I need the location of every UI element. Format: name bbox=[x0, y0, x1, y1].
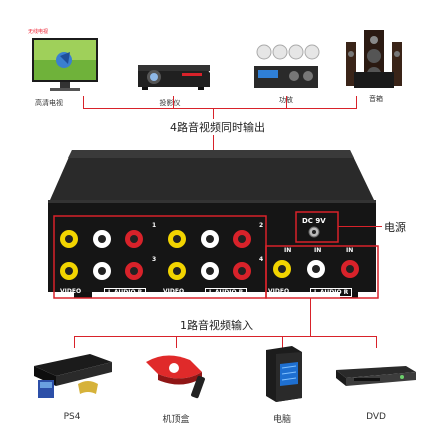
in-label-left: IN bbox=[314, 247, 322, 254]
audio-label-2: L AUDIO R bbox=[205, 288, 248, 297]
input-drop-ps4 bbox=[74, 336, 75, 348]
output-drop-speaker bbox=[356, 96, 357, 108]
power-caption: 电源 bbox=[382, 219, 408, 235]
channel-number-1: 1 bbox=[152, 222, 157, 229]
rca-jacks-icon bbox=[60, 230, 251, 280]
dvd-player-icon bbox=[336, 366, 416, 386]
stb-label: 机顶盒 bbox=[162, 415, 190, 425]
in-label-right: IN bbox=[346, 247, 354, 254]
input-drop-pc bbox=[282, 336, 283, 348]
projector-device bbox=[132, 55, 214, 95]
video-label-2: VIDEO bbox=[163, 288, 185, 295]
output-caption: 4路音视频同时输出 bbox=[166, 119, 269, 135]
amplifier-device bbox=[250, 40, 322, 96]
output-bus-line bbox=[83, 108, 357, 109]
pc-label: 电脑 bbox=[272, 415, 291, 425]
power-callout-line bbox=[338, 226, 384, 227]
pc-tower-icon bbox=[266, 346, 302, 402]
dc-label: DC 9V bbox=[302, 217, 326, 225]
input-jacks bbox=[268, 256, 368, 286]
amplifier-icon bbox=[254, 44, 320, 88]
projector-icon bbox=[138, 65, 210, 90]
in-label-video: IN bbox=[284, 247, 292, 254]
output-drop-amp bbox=[286, 96, 287, 108]
output-drop-projector bbox=[173, 96, 174, 108]
tv-logo: 无线电视 bbox=[28, 29, 49, 35]
audio-label-1: L AUDIO R bbox=[104, 288, 147, 297]
tv-label: 高清电视 bbox=[35, 99, 63, 107]
output-drop-tv bbox=[83, 96, 84, 108]
channel-number-2: 2 bbox=[259, 222, 264, 229]
channel-number-4: 4 bbox=[259, 256, 264, 263]
output-jacks bbox=[54, 225, 269, 295]
input-drop-stb bbox=[176, 336, 177, 348]
set-top-box-device bbox=[136, 350, 216, 400]
hdtv-device bbox=[24, 34, 106, 96]
video-label-1: VIDEO bbox=[60, 288, 82, 295]
pc-tower-device bbox=[258, 344, 308, 402]
input-video-label: VIDEO bbox=[268, 288, 290, 295]
channel-number-3: 3 bbox=[152, 256, 157, 263]
ps4-icon bbox=[34, 354, 112, 398]
dvd-label: DVD bbox=[366, 412, 386, 422]
input-drop-dvd bbox=[376, 336, 377, 348]
ps4-label: PS4 bbox=[63, 412, 81, 422]
ps4-device bbox=[30, 346, 116, 400]
set-top-box-icon bbox=[146, 355, 205, 399]
input-audio-label: L AUDIO R bbox=[310, 288, 353, 297]
hdtv-icon bbox=[32, 38, 98, 91]
input-rca-jacks-icon bbox=[273, 260, 359, 278]
input-from-device-line bbox=[310, 298, 311, 336]
dvd-player-device bbox=[332, 360, 418, 390]
speaker-label: 音箱 bbox=[369, 95, 383, 103]
speaker-device bbox=[344, 24, 404, 94]
speaker-icon bbox=[346, 30, 402, 88]
input-caption: 1路音视频输入 bbox=[176, 317, 257, 333]
input-bus-line bbox=[74, 336, 376, 337]
projector-label: 投影仪 bbox=[159, 99, 181, 107]
